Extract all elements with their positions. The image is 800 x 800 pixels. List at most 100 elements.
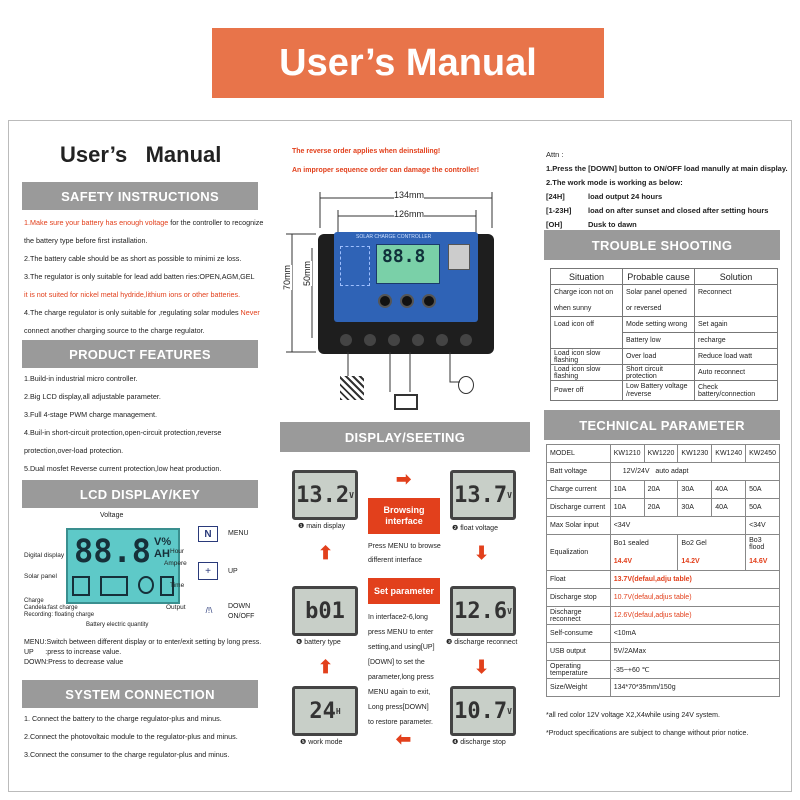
- param-cell: Charge current: [546, 480, 611, 499]
- param-cell: Discharge reconnect: [546, 606, 611, 625]
- screen-label-main-display: ❶ main display: [298, 523, 346, 530]
- param-cell: 5V/2AMax: [609, 642, 781, 661]
- param-cell: 30A: [677, 480, 713, 499]
- trouble-cell: Short circuit protection: [622, 364, 695, 381]
- screen-unit: V: [507, 490, 512, 500]
- set-line: [DOWN] to set the: [368, 659, 425, 666]
- menu-key-label: MENU: [228, 530, 249, 537]
- set-parameter-text: In interface2-6,long press MENU to enter…: [368, 610, 435, 730]
- terminal: [460, 334, 472, 346]
- terminal: [412, 334, 424, 346]
- controller-terminals: [340, 334, 472, 348]
- param-cell: KW1220: [643, 444, 679, 463]
- trouble-cell: Set again: [694, 316, 778, 333]
- param-cell: KW2450: [745, 444, 780, 463]
- screen-label-float-voltage: ❷ float voltage: [452, 525, 498, 532]
- note-red: *all red color 12V voltage X2,X4while us…: [546, 712, 720, 719]
- safety-line: 3.The regulator is only suitable for lea…: [24, 272, 255, 281]
- param-cell-red: 10.7V(defaul,adjus table): [609, 588, 781, 607]
- mode-row: [OH] Dusk to dawn: [546, 218, 786, 232]
- key-note: MENU:Switch between different display or…: [24, 639, 262, 646]
- param-cell: Bo3 flood: [745, 534, 780, 553]
- screen-value: 13.2: [296, 482, 350, 508]
- key-note: UP :press to increase value.: [24, 649, 122, 656]
- solar-panel-icon: [340, 376, 364, 400]
- manual-banner: User’s Manual: [212, 28, 604, 98]
- feature-line: 3.Full 4-stage PWM charge management.: [24, 410, 158, 419]
- param-table: MODEL KW1210 KW1220 KW1230 KW1240 KW2450…: [546, 444, 781, 697]
- trouble-cell: Charge icon not on: [550, 284, 623, 301]
- browsing-text: Press MENU to browse different interface: [368, 540, 441, 568]
- trouble-cell: [550, 332, 623, 349]
- param-cell-red: 14.4V: [609, 552, 679, 571]
- warning-1: The reverse order applies when deinstall…: [292, 148, 441, 155]
- lcd-load-icon: [160, 576, 174, 596]
- controller-side-icons: [340, 246, 370, 286]
- trouble-header: Probable cause: [622, 268, 695, 285]
- param-cell: Self-consume: [546, 624, 611, 643]
- safety-line-never: Never: [240, 308, 260, 317]
- set-parameter-box: Set parameter: [368, 578, 440, 604]
- param-cell: 40A: [711, 480, 747, 499]
- param-cell: 12V/24V auto adapt: [609, 462, 781, 481]
- controller-usb-port: [448, 244, 470, 270]
- controller-button-menu[interactable]: [378, 294, 392, 308]
- screen-unit: H: [335, 706, 341, 716]
- controller-lcd: [376, 244, 440, 284]
- terminal: [388, 334, 400, 346]
- param-cell: 50A: [745, 480, 780, 499]
- bulb-icon: [458, 376, 474, 394]
- set-line: parameter,long press: [368, 674, 434, 681]
- arrow-down-icon: ⬇: [474, 657, 490, 677]
- key-note: DOWN:Press to decrease value: [24, 659, 124, 666]
- safety-line-red: 1.Make sure your battery has enough volt…: [24, 218, 169, 227]
- param-cell: 40A: [711, 498, 747, 517]
- param-cell: <10mA: [609, 624, 781, 643]
- system-line: 2.Connect the photovoltaic module to the…: [24, 732, 238, 741]
- param-cell: 30A: [677, 498, 713, 517]
- safety-line: 4.The charge regulator is only suitable …: [24, 304, 264, 322]
- param-heading: TECHNICAL PARAMETER: [544, 410, 780, 440]
- controller-lcd-digits: 88.8: [382, 246, 426, 267]
- label-output: Output: [166, 604, 186, 611]
- set-line: setting,and using[UP]: [368, 644, 435, 651]
- mode-value: load on after sunset and closed after se…: [588, 206, 769, 215]
- controller-button-up[interactable]: [400, 294, 414, 308]
- set-line: MENU again to exit,: [368, 689, 431, 696]
- features-heading: PRODUCT FEATURES: [22, 340, 258, 368]
- param-cell: 134*70*35mm/150g: [609, 678, 781, 697]
- arrow-left-icon: ⬅: [396, 729, 412, 749]
- param-cell-red: 14.6V: [745, 552, 780, 571]
- trouble-cell: when sunny: [550, 300, 623, 317]
- mode-key: [24H]: [546, 192, 565, 201]
- param-cell: Max Solar input: [546, 516, 611, 535]
- dim-70: 70mm: [282, 264, 292, 290]
- trouble-cell: Low Battery voltage /reverse: [622, 380, 695, 401]
- screen-label-discharge-reconnect: ❸ discharge reconnect: [446, 639, 518, 646]
- lcd-battery-icon: [100, 576, 128, 596]
- param-cell: -35~+60 ℃: [609, 660, 781, 679]
- param-cell: Bo2 Gel: [677, 534, 747, 553]
- param-cell: KW1240: [711, 444, 747, 463]
- label-time: Time: [170, 582, 185, 589]
- label-digital-display: Digital display: [24, 552, 65, 559]
- screen-value: 10.7: [454, 698, 508, 724]
- trouble-cell: Mode setting wrong: [622, 316, 695, 333]
- feature-line: 2.Big LCD display,all adjustable paramet…: [24, 392, 161, 401]
- up-key-icon: +: [198, 562, 218, 580]
- screen-value: 24: [309, 698, 336, 724]
- screen-label-work-mode: ❺ work mode: [300, 739, 343, 746]
- param-cell: Discharge stop: [546, 588, 611, 607]
- display-heading: DISPLAY/SEETING: [280, 422, 530, 452]
- trouble-cell: Check battery/connection: [694, 380, 778, 401]
- param-cell: USB output: [546, 642, 611, 661]
- screen-value: 12.6: [454, 598, 508, 624]
- feature-line: protection,over-load protection.: [24, 446, 124, 455]
- arrow-up-icon: ⬆: [318, 543, 334, 563]
- mode-key: [OH]: [546, 220, 563, 229]
- mode-value: Dusk to dawn: [588, 220, 637, 229]
- controller-button-down[interactable]: [422, 294, 436, 308]
